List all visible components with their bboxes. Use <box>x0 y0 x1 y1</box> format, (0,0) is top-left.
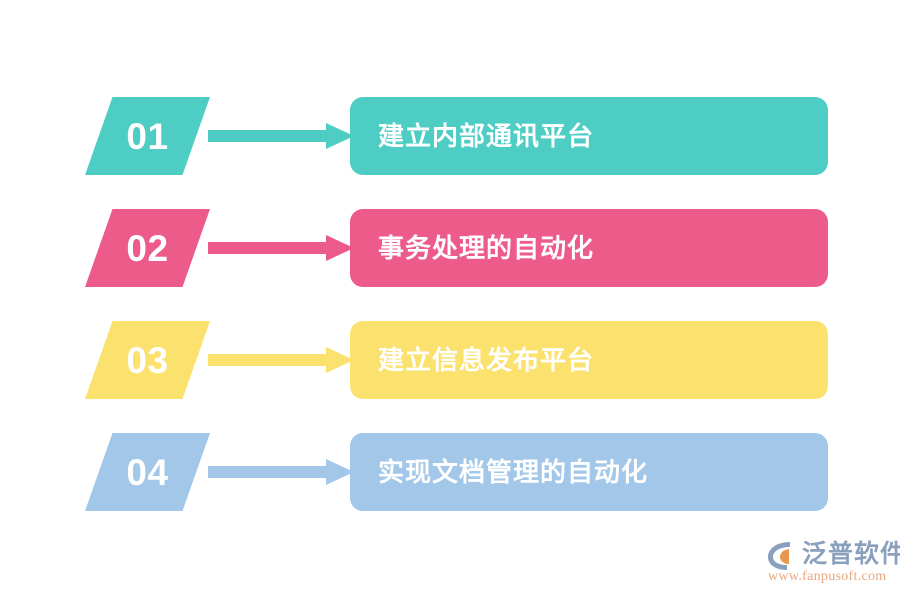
step-label-panel: 实现文档管理的自动化 <box>350 433 828 511</box>
watermark-url: www.fanpusoft.com <box>768 569 887 584</box>
fanpu-swoosh-logo-icon <box>766 540 800 572</box>
step-number-label: 03 <box>126 339 169 381</box>
step-label-text: 实现文档管理的自动化 <box>378 457 649 487</box>
step-number-label: 01 <box>126 115 169 157</box>
step-number-badge: 02 <box>85 209 210 287</box>
step-arrow-icon <box>208 235 354 261</box>
step-number-label: 02 <box>126 227 169 269</box>
step-row: 03 建立信息发布平台 <box>0 321 900 399</box>
step-label-text: 建立信息发布平台 <box>378 345 595 375</box>
step-row: 04 实现文档管理的自动化 <box>0 433 900 511</box>
step-number-badge: 04 <box>85 433 210 511</box>
step-arrow-icon <box>208 123 354 149</box>
step-number-badge: 01 <box>85 97 210 175</box>
step-arrow-icon <box>208 459 354 485</box>
step-label-panel: 事务处理的自动化 <box>350 209 828 287</box>
step-row: 01 建立内部通讯平台 <box>0 97 900 175</box>
step-label-text: 事务处理的自动化 <box>378 233 595 263</box>
step-number-label: 04 <box>126 451 169 493</box>
step-row: 02 事务处理的自动化 <box>0 209 900 287</box>
step-label-panel: 建立信息发布平台 <box>350 321 828 399</box>
step-label-text: 建立内部通讯平台 <box>378 121 595 151</box>
watermark-logo: 泛普软件 www.fanpusoft.com <box>766 538 900 590</box>
step-number-badge: 03 <box>85 321 210 399</box>
watermark-brand-name: 泛普软件 <box>802 540 900 568</box>
step-arrow-icon <box>208 347 354 373</box>
step-label-panel: 建立内部通讯平台 <box>350 97 828 175</box>
